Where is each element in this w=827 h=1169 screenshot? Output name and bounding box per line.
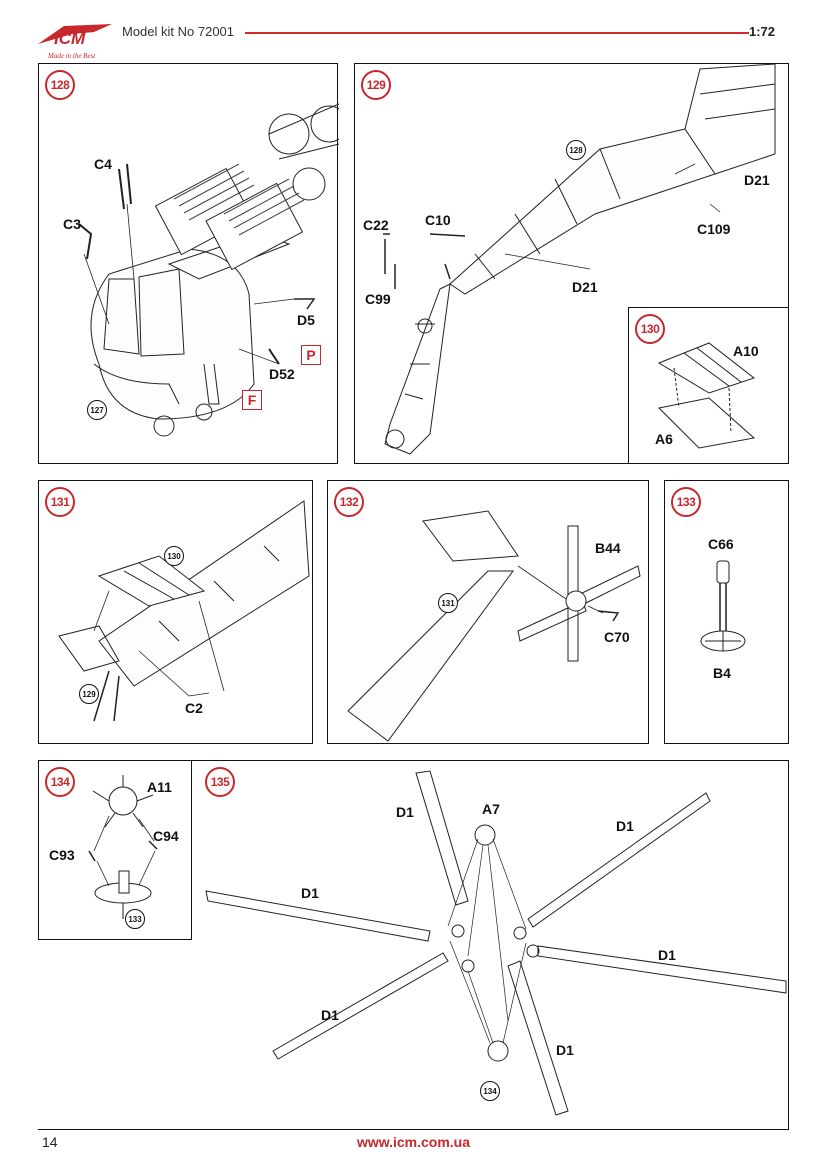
step-128-panel: 128 C4 C3 D5 D52 P F 127 xyxy=(38,63,339,464)
part-label: D21 xyxy=(572,279,598,295)
step-number-badge: 131 xyxy=(45,487,75,517)
part-label: C70 xyxy=(604,629,630,645)
part-label: C3 xyxy=(63,216,81,232)
reference-step-badge: 134 xyxy=(480,1081,500,1101)
part-label: D52 xyxy=(269,366,295,382)
step-number-badge: 130 xyxy=(635,314,665,344)
reference-step-badge: 131 xyxy=(438,593,458,613)
part-label: C93 xyxy=(49,847,75,863)
part-label: C22 xyxy=(363,217,389,233)
icm-logo: ICM Made in the Best xyxy=(38,24,112,60)
part-label: C2 xyxy=(185,700,203,716)
part-label: B44 xyxy=(595,540,621,556)
stabilizer-illustration xyxy=(657,342,756,449)
scale-label: 1:72 xyxy=(748,24,775,39)
part-label: D1 xyxy=(301,885,319,901)
part-label: C109 xyxy=(697,221,731,237)
part-label: A7 xyxy=(482,801,500,817)
website-link[interactable]: www.icm.com.ua xyxy=(356,1134,471,1150)
step-number-badge: 134 xyxy=(45,767,75,797)
page-number: 14 xyxy=(42,1134,58,1150)
step-131-panel: 131 130 129 C2 xyxy=(38,480,313,744)
part-label: C66 xyxy=(708,536,734,552)
reference-step-badge: 127 xyxy=(87,400,107,420)
part-label: D1 xyxy=(658,947,676,963)
part-label: A6 xyxy=(655,431,673,447)
reference-step-badge: 129 xyxy=(79,684,99,704)
tail-boom-illustration xyxy=(383,64,776,455)
step-130-panel: 130 A10 A6 xyxy=(628,307,789,464)
part-label: C10 xyxy=(425,212,451,228)
brand-text: ICM xyxy=(54,29,86,48)
part-label: C99 xyxy=(365,291,391,307)
part-label: B4 xyxy=(713,665,731,681)
step-number-badge: 135 xyxy=(205,767,235,797)
helicopter-nose-illustration xyxy=(78,103,339,437)
page-header: ICM Made in the Best Model kit No 72001 … xyxy=(0,0,827,60)
marker-p: P xyxy=(301,345,321,365)
step-132-panel: 132 131 B44 C70 xyxy=(327,480,649,744)
step-number-badge: 132 xyxy=(334,487,364,517)
part-label: D1 xyxy=(616,818,634,834)
tail-assembly-illustration xyxy=(58,500,310,722)
part-label: D1 xyxy=(321,1007,339,1023)
marker-f: F xyxy=(242,390,262,410)
header-rule xyxy=(245,32,749,34)
part-label: D21 xyxy=(744,172,770,188)
main-rotor-blades-illustration xyxy=(205,770,787,1116)
brand-tagline: Made in the Best xyxy=(47,52,96,60)
rotor-hub-illustration xyxy=(88,775,158,919)
step-133-panel: 133 C66 B4 xyxy=(664,480,789,744)
rotor-shaft-illustration xyxy=(700,560,746,652)
tail-rotor-illustration xyxy=(347,510,641,742)
step-number-badge: 133 xyxy=(671,487,701,517)
reference-step-badge: 128 xyxy=(566,140,586,160)
part-label: D1 xyxy=(396,804,414,820)
reference-step-badge: 130 xyxy=(164,546,184,566)
part-label: D5 xyxy=(297,312,315,328)
part-label: C4 xyxy=(94,156,112,172)
part-label: C94 xyxy=(153,828,179,844)
part-label: A10 xyxy=(733,343,759,359)
part-label: A11 xyxy=(147,779,172,795)
step-number-badge: 128 xyxy=(45,70,75,100)
reference-step-badge: 133 xyxy=(125,909,145,929)
step-135-panel: 135 A7 D1 D1 D1 D1 D1 D1 134 xyxy=(38,760,789,1130)
step-number-badge: 129 xyxy=(361,70,391,100)
kit-number: Model kit No 72001 xyxy=(122,24,235,39)
part-label: D1 xyxy=(556,1042,574,1058)
step-134-panel: 134 A11 C94 C93 133 xyxy=(38,760,192,940)
